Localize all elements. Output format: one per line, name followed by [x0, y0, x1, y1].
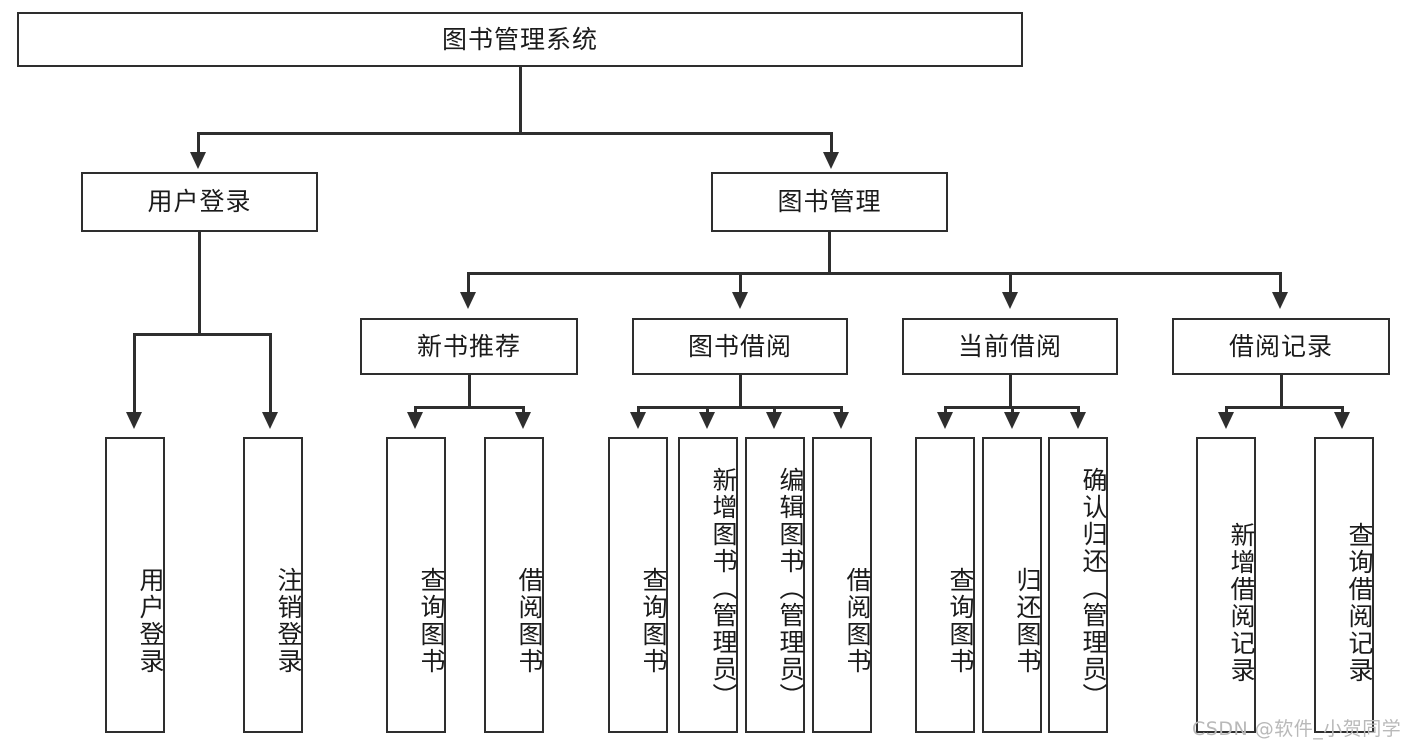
arrowhead-cb-to-leaf-1	[937, 412, 953, 429]
arrowhead-user-login-to-leaf-2	[262, 412, 278, 429]
connector-nbr-to-leaf-1	[414, 406, 417, 414]
connector-bb-to-leaf-2	[706, 406, 709, 414]
watermark-csdn: CSDN @软件_小贺同学	[1192, 714, 1401, 741]
arrowhead-user-login-to-leaf-1	[126, 412, 142, 429]
leaf-book-borrow-borrow-book[interactable]: 借阅图书	[812, 437, 872, 733]
connector-user-login-bus	[133, 333, 271, 336]
connector-nbr-to-leaf-2	[522, 406, 525, 414]
node-book-borrow[interactable]: 图书借阅	[632, 318, 848, 375]
connector-bb-to-leaf-1	[637, 406, 640, 414]
connector-to-book-borrow	[739, 272, 742, 294]
leaf-new-book-borrow-book[interactable]: 借阅图书	[484, 437, 544, 733]
leaf-user-login-login[interactable]: 用户登录	[105, 437, 165, 733]
connector-to-current-borrow	[1009, 272, 1012, 294]
connector-book-borrow-bus	[637, 406, 843, 409]
leaf-user-login-logout[interactable]: 注销登录	[243, 437, 303, 733]
leaf-borrow-record-add-record[interactable]: 新增借阅记录	[1196, 437, 1256, 733]
connector-cb-to-leaf-2	[1011, 406, 1014, 414]
node-borrow-record[interactable]: 借阅记录	[1172, 318, 1390, 375]
node-label: 注销登录	[274, 567, 303, 675]
connector-cb-to-leaf-1	[944, 406, 947, 414]
connector-new-book-recommend-bus	[414, 406, 524, 409]
node-label: 新增图书（管理员）	[709, 466, 738, 710]
arrowhead-to-new-book-recommend	[460, 292, 476, 309]
connector-root-bus	[197, 132, 833, 135]
connector-bb-to-leaf-3	[773, 406, 776, 414]
connector-borrow-record-bus	[1225, 406, 1343, 409]
connector-current-borrow-stem	[1009, 375, 1012, 408]
arrowhead-root-to-book-management	[823, 152, 839, 169]
node-label: 查询图书	[639, 567, 668, 675]
arrowhead-root-to-user-login	[190, 152, 206, 169]
arrowhead-cb-to-leaf-2	[1004, 412, 1020, 429]
arrowhead-br-to-leaf-1	[1218, 412, 1234, 429]
connector-level3-bus	[467, 272, 1282, 275]
node-label: 新书推荐	[416, 331, 521, 361]
connector-cb-to-leaf-3	[1077, 406, 1080, 414]
connector-root-to-user-login	[197, 132, 200, 154]
connector-root-to-book-management	[830, 132, 833, 154]
connector-user-login-to-leaf-1	[133, 333, 136, 414]
leaf-current-borrow-query-book[interactable]: 查询图书	[915, 437, 975, 733]
node-label: 图书借阅	[687, 331, 792, 361]
arrowhead-bb-to-leaf-4	[833, 412, 849, 429]
node-current-borrow[interactable]: 当前借阅	[902, 318, 1118, 375]
connector-user-login-to-leaf-2	[269, 333, 272, 414]
connector-to-new-book-recommend	[467, 272, 470, 294]
leaf-book-borrow-query-book[interactable]: 查询图书	[608, 437, 668, 733]
node-label: 归还图书	[1013, 567, 1042, 675]
connector-book-management-stem	[828, 232, 831, 274]
leaf-borrow-record-query-record[interactable]: 查询借阅记录	[1314, 437, 1374, 733]
connector-bb-to-leaf-4	[840, 406, 843, 414]
arrowhead-br-to-leaf-2	[1334, 412, 1350, 429]
node-label: 当前借阅	[957, 331, 1062, 361]
arrowhead-bb-to-leaf-2	[699, 412, 715, 429]
connector-br-to-leaf-1	[1225, 406, 1228, 414]
node-label: 图书管理系统	[441, 24, 598, 54]
node-new-book-recommend[interactable]: 新书推荐	[360, 318, 578, 375]
node-user-login[interactable]: 用户登录	[81, 172, 318, 232]
connector-new-book-recommend-stem	[468, 375, 471, 408]
node-book-management[interactable]: 图书管理	[711, 172, 948, 232]
leaf-current-borrow-return-book[interactable]: 归还图书	[982, 437, 1042, 733]
node-label: 确认归还（管理员）	[1079, 466, 1108, 710]
connector-to-borrow-record	[1279, 272, 1282, 294]
node-label: 用户登录	[136, 567, 165, 675]
watermark-text: CSDN @软件_小贺同学	[1192, 718, 1402, 740]
leaf-book-borrow-edit-book-admin[interactable]: 编辑图书（管理员）	[745, 437, 805, 733]
leaf-new-book-query-book[interactable]: 查询图书	[386, 437, 446, 733]
arrowhead-to-book-borrow	[732, 292, 748, 309]
connector-br-to-leaf-2	[1341, 406, 1344, 414]
connector-book-borrow-stem	[739, 375, 742, 408]
connector-borrow-record-stem	[1280, 375, 1283, 408]
arrowhead-nbr-to-leaf-2	[515, 412, 531, 429]
node-label: 编辑图书（管理员）	[776, 466, 805, 710]
node-label: 借阅图书	[515, 567, 544, 675]
arrowhead-to-current-borrow	[1002, 292, 1018, 309]
node-label: 用户登录	[147, 187, 252, 216]
node-label: 查询图书	[946, 567, 975, 675]
node-label: 新增借阅记录	[1227, 522, 1256, 684]
node-label: 查询借阅记录	[1345, 522, 1374, 684]
arrowhead-to-borrow-record	[1272, 292, 1288, 309]
arrowhead-nbr-to-leaf-1	[407, 412, 423, 429]
connector-root-stem	[519, 67, 522, 134]
arrowhead-cb-to-leaf-3	[1070, 412, 1086, 429]
node-label: 借阅图书	[843, 567, 872, 675]
node-label: 图书管理	[777, 187, 882, 216]
node-root-book-management-system[interactable]: 图书管理系统	[17, 12, 1023, 67]
leaf-current-borrow-confirm-return-admin[interactable]: 确认归还（管理员）	[1048, 437, 1108, 733]
arrowhead-bb-to-leaf-3	[766, 412, 782, 429]
connector-user-login-stem	[198, 232, 201, 335]
node-label: 查询图书	[417, 567, 446, 675]
arrowhead-bb-to-leaf-1	[630, 412, 646, 429]
node-label: 借阅记录	[1228, 331, 1333, 361]
leaf-book-borrow-add-book-admin[interactable]: 新增图书（管理员）	[678, 437, 738, 733]
